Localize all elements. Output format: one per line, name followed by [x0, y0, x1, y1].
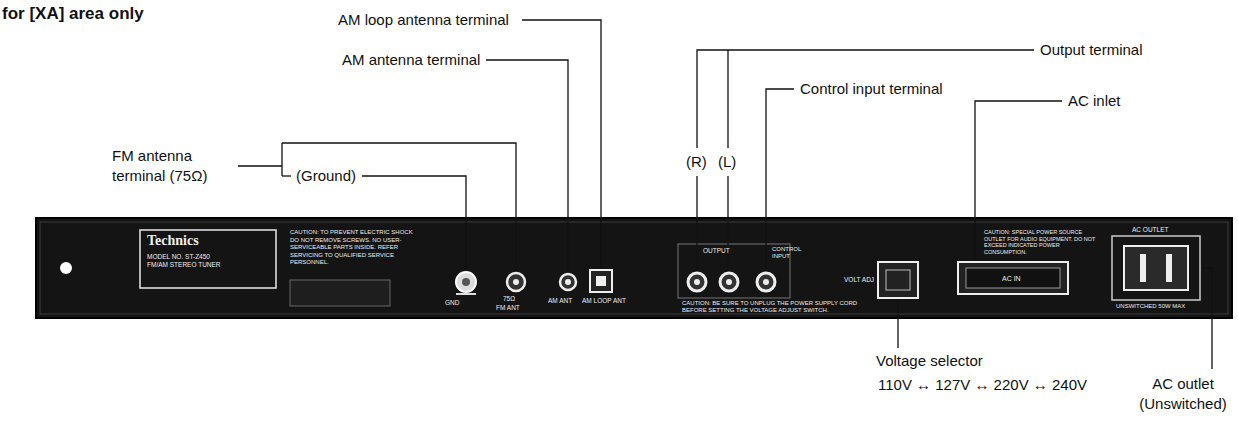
panel-print: CAUTION: SPECIAL POWER SOURCE OUTLET FOR… [984, 229, 1102, 255]
brand-name: Technics [147, 233, 271, 249]
panel-print: AC OUTLET [1132, 226, 1168, 234]
panel-print: GND [445, 299, 459, 307]
callout-label: AC inlet [1068, 92, 1121, 110]
panel-print: AM ANT [548, 297, 572, 305]
panel-print: CAUTION: BE SURE TO UNPLUG THE POWER SUP… [682, 300, 872, 314]
panel-print: AM LOOP ANT [582, 297, 626, 305]
panel-print: UNSWITCHED 50W MAX [1116, 303, 1206, 310]
callout-label: AM antenna terminal [342, 51, 480, 69]
callout-label: (Ground) [296, 167, 356, 185]
channel-label: (R) [686, 153, 707, 171]
panel-print: AC IN [1002, 274, 1021, 283]
voltage-values: 110V ↔ 127V ↔ 220V ↔ 240V [878, 376, 1087, 394]
callout-label: AC outlet (Unswitched) [1132, 374, 1234, 414]
callout-label: Control input terminal [800, 80, 943, 98]
callout-label: Voltage selector [876, 352, 983, 370]
area-note: for [XA] area only [2, 4, 144, 24]
callout-label: Output terminal [1040, 41, 1143, 59]
panel-print: CONTROL INPUT [772, 246, 790, 260]
panel-print: CAUTION: TO PREVENT ELECTRIC SHOCK DO NO… [290, 229, 414, 267]
callout-label: FM antenna terminal (75Ω) [112, 146, 234, 186]
channel-label: (L) [718, 153, 736, 171]
panel-print: 75Ω [503, 295, 515, 303]
panel-print: FM/AM STEREO TUNER [147, 261, 271, 269]
panel-print: OUTPUT [703, 247, 730, 255]
panel-print: MODEL NO. ST-Z450 [147, 253, 271, 261]
panel-print: FM ANT [496, 304, 520, 312]
callout-label: AM loop antenna terminal [338, 11, 509, 29]
panel-print: VOLT ADJ [844, 276, 876, 284]
